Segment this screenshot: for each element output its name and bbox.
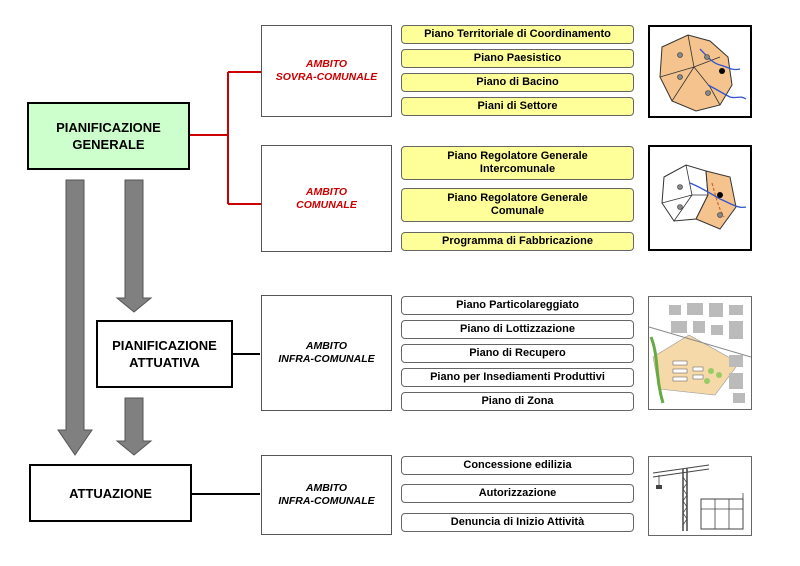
ambito-infra-comunale-label-1: AMBITO INFRA-COMUNALE bbox=[278, 340, 375, 365]
plan-item: Autorizzazione bbox=[401, 484, 634, 503]
attuazione-box: ATTUAZIONE bbox=[29, 464, 192, 522]
ambito-comunale-box: AMBITO COMUNALE bbox=[261, 145, 392, 252]
plan-item: Piano Regolatore Generale Comunale bbox=[401, 188, 634, 222]
ambito-sovra-comunale-box: AMBITO SOVRA-COMUNALE bbox=[261, 25, 392, 117]
plan-item: Piano Regolatore Generale Intercomunale bbox=[401, 146, 634, 180]
plan-item: Piani di Settore bbox=[401, 97, 634, 116]
ambito-infra-comunale-box-1: AMBITO INFRA-COMUNALE bbox=[261, 295, 392, 411]
plan-item: Piano di Zona bbox=[401, 392, 634, 411]
arrow-generale-to-attuazione bbox=[57, 179, 93, 456]
plan-item: Piano di Recupero bbox=[401, 344, 634, 363]
arrow-generale-to-attuativa bbox=[115, 179, 153, 313]
plan-item: Piano Territoriale di Coordinamento bbox=[401, 25, 634, 44]
plan-item: Piano di Lottizzazione bbox=[401, 320, 634, 339]
ambito-infra-comunale-label-2: AMBITO INFRA-COMUNALE bbox=[278, 482, 375, 507]
urban-plan-icon bbox=[648, 296, 752, 410]
plan-item: Piano Particolareggiato bbox=[401, 296, 634, 315]
ambito-infra-comunale-box-2: AMBITO INFRA-COMUNALE bbox=[261, 455, 392, 535]
arrow-attuativa-to-attuazione bbox=[115, 397, 153, 456]
ambito-comunale-label: AMBITO COMUNALE bbox=[296, 185, 357, 211]
regional-map-icon bbox=[648, 25, 752, 118]
red-connector bbox=[190, 71, 261, 205]
plan-item: Piano per Insediamenti Produttivi bbox=[401, 368, 634, 387]
pianificazione-attuativa-box: PIANIFICAZIONE ATTUATIVA bbox=[96, 320, 233, 388]
construction-crane-icon bbox=[648, 456, 752, 536]
pianificazione-generale-label: PIANIFICAZIONE GENERALE bbox=[56, 120, 161, 152]
plan-item: Piano di Bacino bbox=[401, 73, 634, 92]
ambito-sovra-comunale-label: AMBITO SOVRA-COMUNALE bbox=[275, 58, 378, 83]
pianificazione-generale-box: PIANIFICAZIONE GENERALE bbox=[27, 102, 190, 170]
plan-item: Programma di Fabbricazione bbox=[401, 232, 634, 251]
municipal-map-icon bbox=[648, 145, 752, 251]
pianificazione-attuativa-label: PIANIFICAZIONE ATTUATIVA bbox=[112, 338, 217, 370]
plan-item: Concessione edilizia bbox=[401, 456, 634, 475]
plan-item: Piano Paesistico bbox=[401, 49, 634, 68]
plan-item: Denuncia di Inizio Attività bbox=[401, 513, 634, 532]
attuazione-label: ATTUAZIONE bbox=[69, 485, 152, 501]
